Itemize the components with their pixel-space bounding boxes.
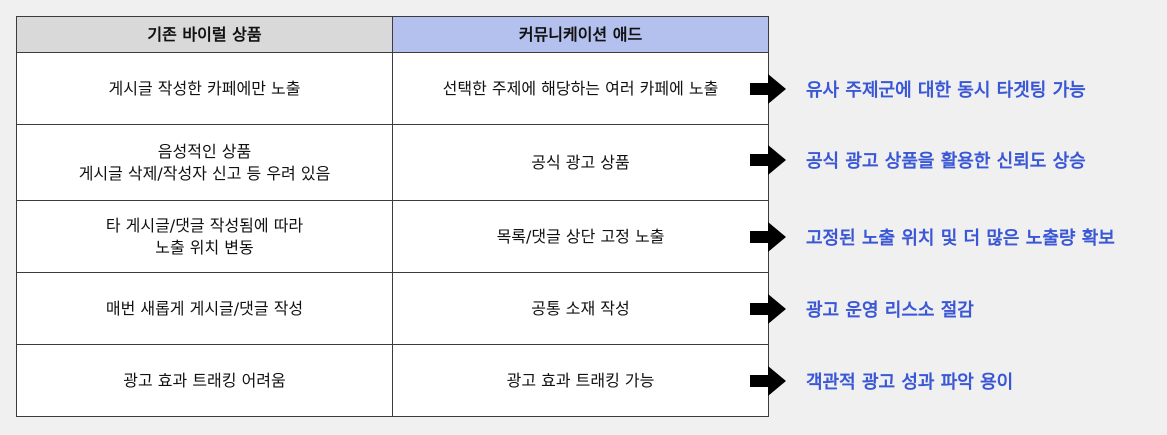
header-communication-ad: 커뮤니케이션 애드 xyxy=(392,16,769,53)
table-header-row: 기존 바이럴 상품 커뮤니케이션 애드 xyxy=(16,16,769,53)
table-row: 매번 새롭게 게시글/댓글 작성 공통 소재 작성 xyxy=(16,272,769,345)
existing-cell: 광고 효과 트래킹 어려움 xyxy=(16,344,393,417)
right-arrow-icon xyxy=(750,145,786,175)
benefit-item: 공식 광고 상품을 활용한 신뢰도 상승 xyxy=(750,145,1086,175)
benefit-item: 고정된 노출 위치 및 더 많은 노출량 확보 xyxy=(750,222,1115,252)
table-row: 음성적인 상품 게시글 삭제/작성자 신고 등 우려 있음 공식 광고 상품 xyxy=(16,124,769,201)
benefit-item: 광고 운영 리스소 절감 xyxy=(750,294,974,324)
comparison-table: 기존 바이럴 상품 커뮤니케이션 애드 게시글 작성한 카페에만 노출 선택한 … xyxy=(16,16,769,417)
existing-cell: 음성적인 상품 게시글 삭제/작성자 신고 등 우려 있음 xyxy=(16,124,393,201)
table-row: 타 게시글/댓글 작성됨에 따라 노출 위치 변동 목록/댓글 상단 고정 노출 xyxy=(16,200,769,273)
communication-cell: 광고 효과 트래킹 가능 xyxy=(392,344,769,417)
existing-cell: 타 게시글/댓글 작성됨에 따라 노출 위치 변동 xyxy=(16,200,393,273)
benefit-text: 고정된 노출 위치 및 더 많은 노출량 확보 xyxy=(806,228,1115,249)
right-arrow-icon xyxy=(750,294,786,324)
communication-cell: 목록/댓글 상단 고정 노출 xyxy=(392,200,769,273)
communication-cell: 공식 광고 상품 xyxy=(392,124,769,201)
table-row: 광고 효과 트래킹 어려움 광고 효과 트래킹 가능 xyxy=(16,344,769,417)
right-arrow-icon xyxy=(750,222,786,252)
existing-cell: 게시글 작성한 카페에만 노출 xyxy=(16,52,393,125)
table-row: 게시글 작성한 카페에만 노출 선택한 주제에 해당하는 여러 카페에 노출 xyxy=(16,52,769,125)
communication-cell: 공통 소재 작성 xyxy=(392,272,769,345)
benefits-list: 유사 주제군에 대한 동시 타겟팅 가능 공식 광고 상품을 활용한 신뢰도 상… xyxy=(750,0,1167,435)
benefit-text: 유사 주제군에 대한 동시 타겟팅 가능 xyxy=(806,80,1086,101)
existing-cell: 매번 새롭게 게시글/댓글 작성 xyxy=(16,272,393,345)
benefit-item: 객관적 광고 성과 파악 용이 xyxy=(750,366,1013,396)
benefit-text: 광고 운영 리스소 절감 xyxy=(806,300,974,321)
communication-cell: 선택한 주제에 해당하는 여러 카페에 노출 xyxy=(392,52,769,125)
header-existing-viral: 기존 바이럴 상품 xyxy=(16,16,393,53)
right-arrow-icon xyxy=(750,366,786,396)
benefit-text: 공식 광고 상품을 활용한 신뢰도 상승 xyxy=(806,151,1086,172)
right-arrow-icon xyxy=(750,74,786,104)
benefit-item: 유사 주제군에 대한 동시 타겟팅 가능 xyxy=(750,74,1086,104)
benefit-text: 객관적 광고 성과 파악 용이 xyxy=(806,372,1014,393)
